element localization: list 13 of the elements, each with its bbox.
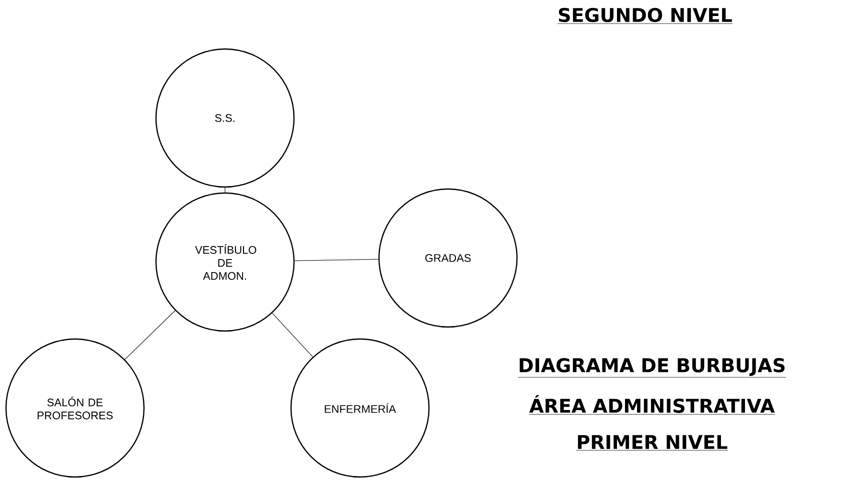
bubble: GRADAS — [378, 188, 518, 328]
connector-line — [294, 258, 379, 262]
heading: DIAGRAMA DE BURBUJAS — [518, 358, 786, 378]
connector-line — [272, 312, 314, 358]
bubble: S.S. — [155, 48, 295, 188]
heading: PRIMER NIVEL — [576, 435, 728, 451]
bubble: ENFERMERÍA — [290, 338, 430, 478]
bubble: SALÓN DE PROFESORES — [5, 338, 145, 478]
connector-line — [124, 310, 176, 360]
heading: ÁREA ADMINISTRATIVA — [528, 395, 776, 415]
heading: SEGUNDO NIVEL — [557, 8, 733, 24]
bubble: VESTÍBULO DE ADMON. — [155, 192, 295, 332]
connector-line — [224, 187, 226, 193]
